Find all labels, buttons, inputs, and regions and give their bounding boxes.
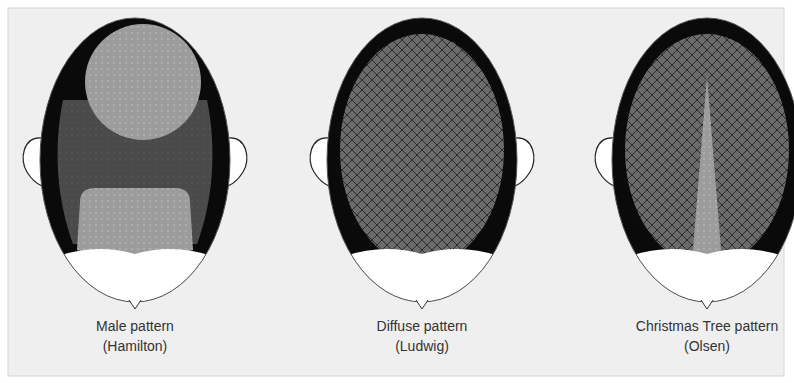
pattern-caption: Male pattern (Hamilton) <box>75 316 195 356</box>
face-area <box>322 18 522 312</box>
diffuse-thinning-area <box>625 34 789 266</box>
male-head <box>23 18 247 312</box>
diffuse-thinning-area <box>340 34 504 266</box>
face-area <box>607 18 794 312</box>
diffuse-head <box>310 18 534 312</box>
head-pattern-node: Diffuse pattern (Ludwig) <box>322 10 522 375</box>
face-area <box>35 18 235 312</box>
christmas-tree-head <box>595 18 794 312</box>
pattern-caption: Diffuse pattern (Ludwig) <box>362 316 482 356</box>
frontal-wedge-area <box>692 76 722 262</box>
head-pattern-node: Christmas Tree pattern (Olsen) <box>607 10 794 375</box>
head-pattern-node: Male pattern (Hamilton) <box>35 10 235 375</box>
pattern-caption: Christmas Tree pattern (Olsen) <box>625 316 790 356</box>
frontal-bald-area <box>77 188 193 258</box>
crown-bald-area <box>85 24 201 140</box>
